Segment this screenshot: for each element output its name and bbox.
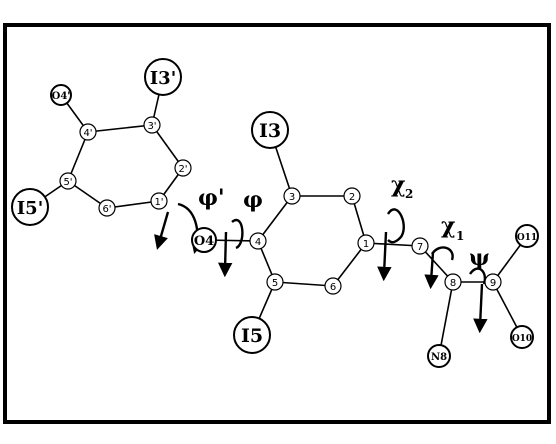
atom-I3-prime: I3' — [144, 58, 182, 96]
bond-8-N8 — [438, 281, 454, 357]
atom-5: 5 — [266, 273, 284, 291]
atom-I5: I5 — [233, 316, 271, 354]
atom-I3: I3 — [251, 111, 289, 149]
atom-2: 2 — [343, 187, 361, 205]
atom-label: 7 — [417, 242, 423, 253]
atom-4-prime: 4' — [79, 123, 97, 141]
atom-label: 2' — [178, 164, 187, 175]
atom-1-prime: 1' — [150, 192, 168, 210]
atom-I5-prime: I5' — [11, 188, 49, 226]
atom-label: O4 — [194, 234, 214, 249]
label-chi1: χ — [441, 213, 455, 239]
atom-3: 3 — [283, 187, 301, 205]
atom-label: 6' — [102, 204, 111, 215]
atom-9: 9 — [484, 273, 502, 291]
bond-3-4 — [257, 195, 293, 242]
substituent-atoms: I3 I5 O4 I3' I5' O4' N8 O11 O10 — [11, 58, 539, 368]
atom-label: 9 — [490, 278, 496, 289]
torsion-arrow-chi1-tail — [424, 251, 439, 290]
torsion-arrow-chi2 — [386, 208, 405, 244]
atom-1: 1 — [357, 234, 375, 252]
torsion-labels: φ' φ χ 2 χ 1 ψ — [198, 172, 490, 271]
atom-label: O4' — [52, 91, 71, 102]
label-phi: φ — [243, 187, 263, 213]
atom-label: 5 — [272, 278, 278, 289]
atom-label: 4 — [255, 237, 261, 248]
atom-label: 3 — [289, 192, 295, 203]
atom-5-prime: 5' — [59, 172, 77, 190]
atom-O10: O10 — [510, 325, 534, 349]
torsion-arrow-phi — [231, 218, 244, 250]
atom-O4: O4 — [191, 227, 217, 253]
torsion-arrow-chi1 — [431, 246, 454, 261]
atom-6-prime: 6' — [98, 199, 116, 217]
figure-frame — [3, 23, 551, 424]
atom-label: 3' — [147, 121, 156, 132]
atom-label: O10 — [512, 334, 532, 344]
bond-2p-3p — [151, 124, 184, 169]
label-chi2-subscript: 2 — [405, 187, 413, 201]
atom-label: I3' — [150, 68, 176, 89]
atom-label: N8 — [431, 352, 447, 363]
label-chi1-subscript: 1 — [456, 229, 464, 243]
label-psi: ψ — [469, 245, 490, 271]
atom-label: 5' — [63, 177, 72, 188]
atom-label: 8 — [450, 278, 456, 289]
atom-label: 1' — [154, 197, 163, 208]
atom-label: I5 — [241, 325, 263, 347]
atom-8: 8 — [444, 273, 462, 291]
atom-label: I3 — [259, 120, 281, 142]
atom-2-prime: 2' — [174, 159, 192, 177]
torsion-arrows — [154, 202, 488, 334]
torsion-arrow-phi-tail — [217, 231, 233, 278]
bond-5-6 — [274, 281, 334, 287]
torsion-arrow-psi-tail — [473, 283, 488, 334]
bond-3p-4p — [87, 124, 153, 133]
atom-label: I5' — [17, 198, 43, 219]
atom-N8: N8 — [427, 344, 451, 368]
atom-3-prime: 3' — [143, 116, 161, 134]
atom-4: 4 — [249, 232, 267, 250]
bond-4p-5p — [67, 131, 89, 182]
atom-label: 4' — [83, 128, 92, 139]
atom-O11: O11 — [515, 224, 539, 248]
atom-label: 2 — [349, 192, 355, 203]
bond-1-7 — [365, 242, 421, 247]
label-phi-prime: φ' — [198, 185, 225, 211]
atom-label: O11 — [517, 233, 537, 243]
atom-label: 1 — [363, 239, 369, 250]
bond-6-1 — [332, 242, 367, 287]
ring-atoms: 1 2 3 4 5 6 7 8 9 1' 2' 3' 4' 5' 6' — [59, 116, 502, 295]
bond-6p-1p — [106, 200, 160, 209]
label-chi2: χ — [391, 172, 405, 198]
torsion-arrow-chi2-tail — [377, 231, 392, 282]
atom-O4-prime: O4' — [50, 84, 72, 106]
atom-label: 6 — [330, 282, 336, 293]
atom-6: 6 — [324, 277, 342, 295]
torsion-arrow-phi-prime-tail — [154, 211, 170, 250]
atom-7: 7 — [411, 237, 429, 255]
